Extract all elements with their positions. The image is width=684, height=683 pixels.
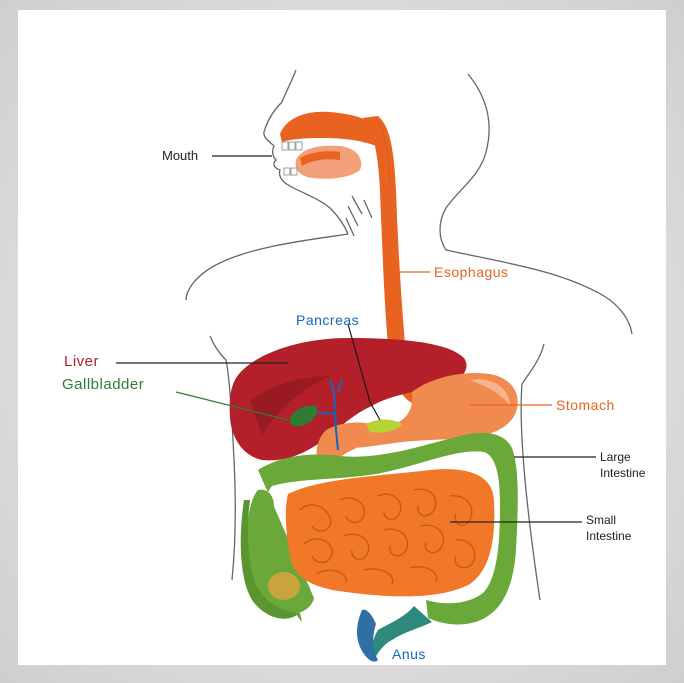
large-intestine-label-2: Intestine [600,466,646,480]
small-intestine [286,469,495,596]
pancreas-label: Pancreas [296,312,359,328]
esophagus-label: Esophagus [434,264,509,280]
large-intestine-label-1: Large [600,450,631,464]
small-intestine-label-2: Intestine [586,529,632,543]
stomach-label: Stomach [556,397,615,413]
small-intestine-label-1: Small [586,513,616,527]
liver-label: Liver [64,353,99,370]
cecum [268,572,300,600]
gallbladder-label: Gallbladder [62,376,144,393]
anus-label: Anus [392,646,426,662]
mouth-label: Mouth [162,148,198,163]
